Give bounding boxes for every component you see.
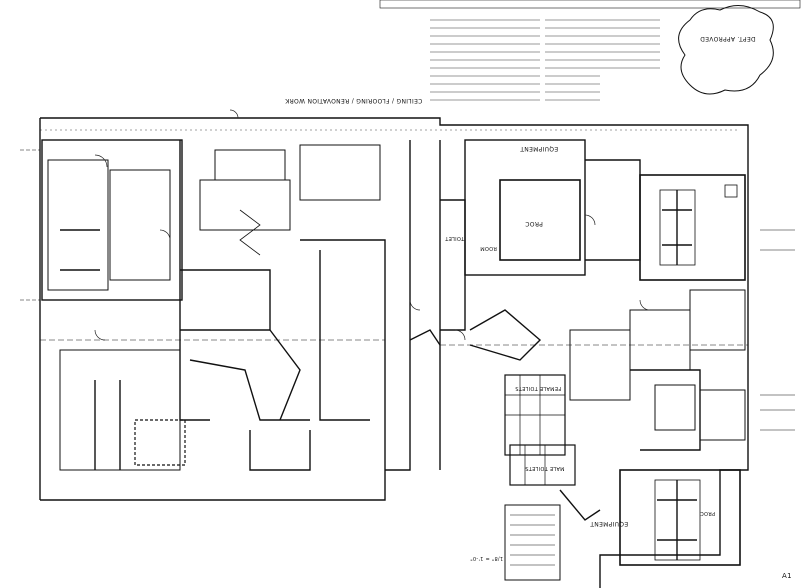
- room-label-proc-top: PROC: [525, 220, 543, 227]
- scale-label: 1/8" = 1'-0": [470, 555, 504, 561]
- room-label-female-toilets: FEMALE TOILETS: [515, 385, 562, 391]
- room-label-toilet: TOILET: [445, 235, 465, 241]
- room-label-male-toilets: MALE TOILETS: [525, 465, 565, 471]
- room-label-equipment-bottom: EQUIPMENT: [590, 520, 629, 527]
- drawing-banner: CEILING / FLOORING / RENOVATION WORK: [285, 97, 423, 104]
- room-label-equipment-top: EQUIPMENT: [520, 145, 559, 152]
- approval-stamp: DEPT. APPROVED: [700, 35, 756, 42]
- sheet-number: A1: [782, 572, 792, 580]
- room-label-proc-bottom: PROC: [700, 510, 716, 516]
- room-label-room: ROOM: [480, 245, 497, 251]
